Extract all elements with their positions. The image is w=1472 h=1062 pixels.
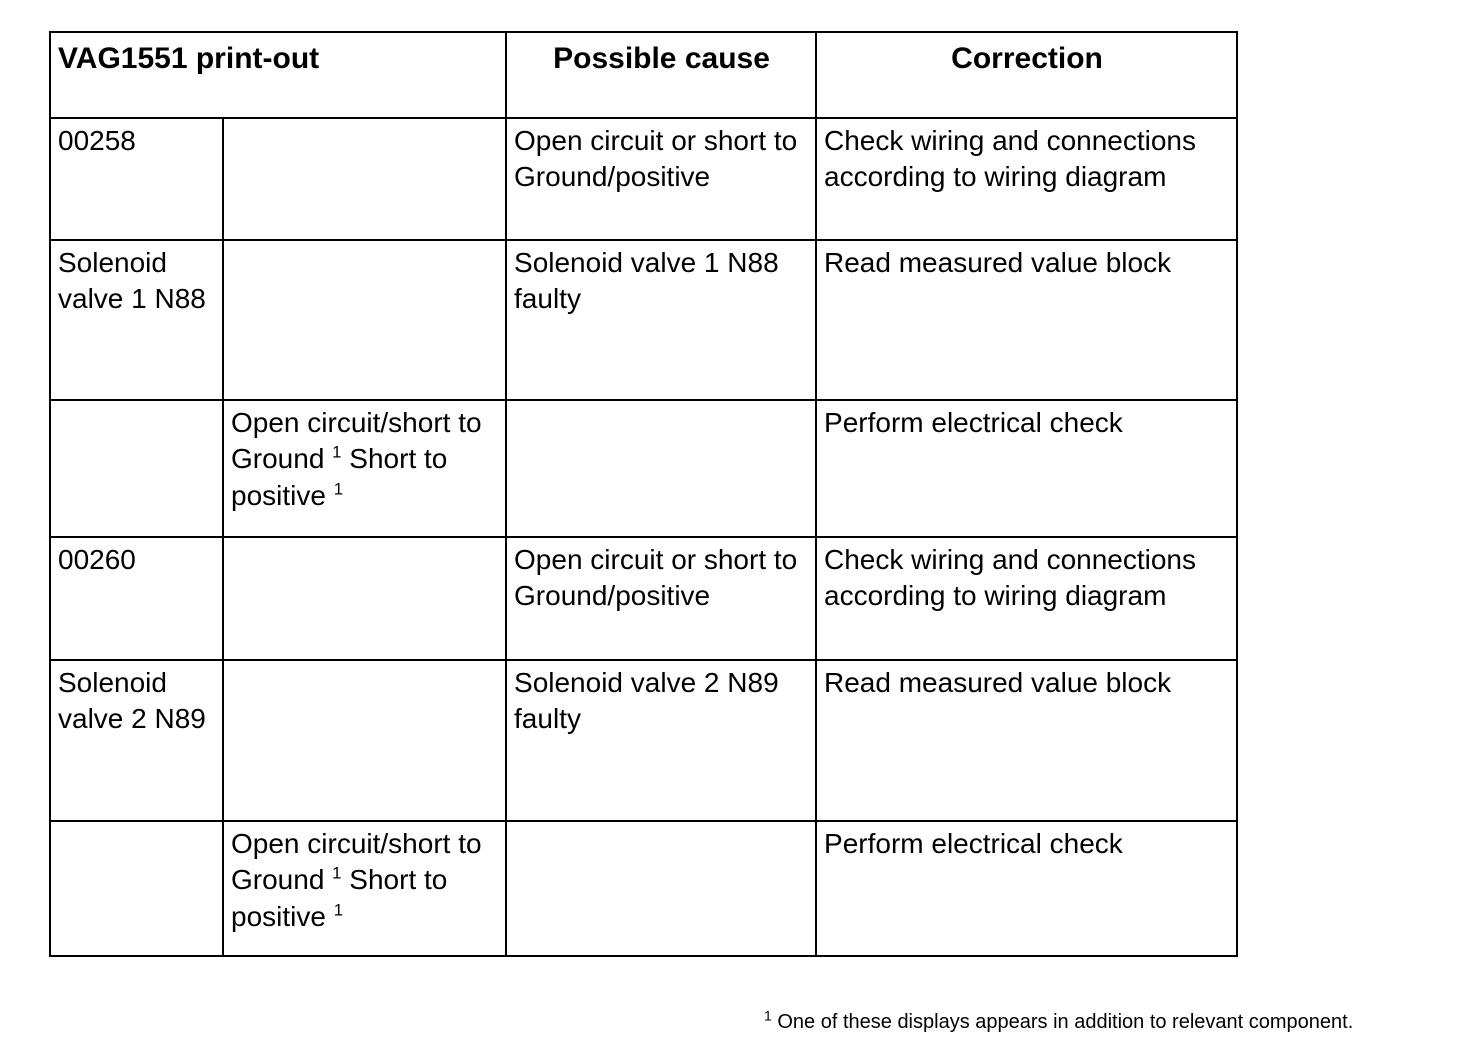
cell-printout: 00258 xyxy=(49,117,224,241)
cell-correction: Perform electrical check xyxy=(815,399,1239,538)
cell-printout xyxy=(49,399,224,538)
table-header-row: VAG1551 print-out Possible cause Correct… xyxy=(48,31,1239,119)
footnote-ref: 1 xyxy=(332,864,342,884)
detail-text-part-2: Short to positive xyxy=(231,864,448,932)
cell-possible-cause: Solenoid valve 1 N88 faulty xyxy=(505,239,818,401)
cell-possible-cause: Solenoid valve 2 N89 faulty xyxy=(505,659,818,822)
table-row: Solenoid valve 1 N88 Solenoid valve 1 N8… xyxy=(49,239,1239,401)
cell-detail xyxy=(221,117,508,241)
footnote-ref: 1 xyxy=(333,479,344,499)
cell-detail xyxy=(221,239,508,401)
cell-printout: Solenoid valve 2 N89 xyxy=(49,659,224,822)
footnote-ref: 1 xyxy=(332,443,342,463)
cell-possible-cause: Open circuit or short to Ground/positive xyxy=(505,117,818,241)
cell-possible-cause xyxy=(505,399,818,538)
table-row: Open circuit/short to Ground 1 Short to … xyxy=(49,820,1239,957)
table-row: 00258 Open circuit or short to Ground/po… xyxy=(49,117,1239,241)
column-header-possible-cause: Possible cause xyxy=(505,31,818,119)
cell-possible-cause xyxy=(505,820,818,957)
column-header-printout: VAG1551 print-out xyxy=(48,31,508,119)
table-row: Open circuit/short to Ground 1 Short to … xyxy=(49,399,1239,538)
table-header: VAG1551 print-out Possible cause Correct… xyxy=(48,31,1239,119)
footnote-text: One of these displays appears in additio… xyxy=(777,1011,1354,1033)
cell-detail xyxy=(221,659,508,822)
cell-correction: Read measured value block xyxy=(815,659,1239,822)
cell-possible-cause: Open circuit or short to Ground/positive xyxy=(505,536,818,661)
cell-printout: Solenoid valve 1 N88 xyxy=(49,239,224,401)
cell-printout xyxy=(49,820,224,957)
footnote-ref: 1 xyxy=(333,900,344,920)
cell-correction: Check wiring and connections according t… xyxy=(815,117,1239,241)
fault-code-table: VAG1551 print-out Possible cause Correct… xyxy=(48,31,1239,957)
cell-printout: 00260 xyxy=(49,536,224,661)
footnote-marker: 1 xyxy=(764,1007,772,1024)
table-body: 00258 Open circuit or short to Ground/po… xyxy=(49,117,1239,957)
cell-correction: Check wiring and connections according t… xyxy=(815,536,1239,661)
cell-detail: Open circuit/short to Ground 1 Short to … xyxy=(221,399,508,538)
cell-detail xyxy=(221,536,508,661)
column-header-correction: Correction xyxy=(815,31,1239,119)
detail-text-part-2: Short to positive xyxy=(231,443,448,511)
table-row: 00260 Open circuit or short to Ground/po… xyxy=(49,536,1239,661)
footnote: 1 One of these displays appears in addit… xyxy=(764,1007,1444,1034)
table-row: Solenoid valve 2 N89 Solenoid valve 2 N8… xyxy=(49,659,1239,822)
cell-detail: Open circuit/short to Ground 1 Short to … xyxy=(221,820,508,957)
cell-correction: Read measured value block xyxy=(815,239,1239,401)
detail-text-part-1: Open circuit/short to Ground xyxy=(231,828,482,896)
detail-text-part-1: Open circuit/short to Ground xyxy=(231,407,482,475)
cell-correction: Perform electrical check xyxy=(815,820,1239,957)
